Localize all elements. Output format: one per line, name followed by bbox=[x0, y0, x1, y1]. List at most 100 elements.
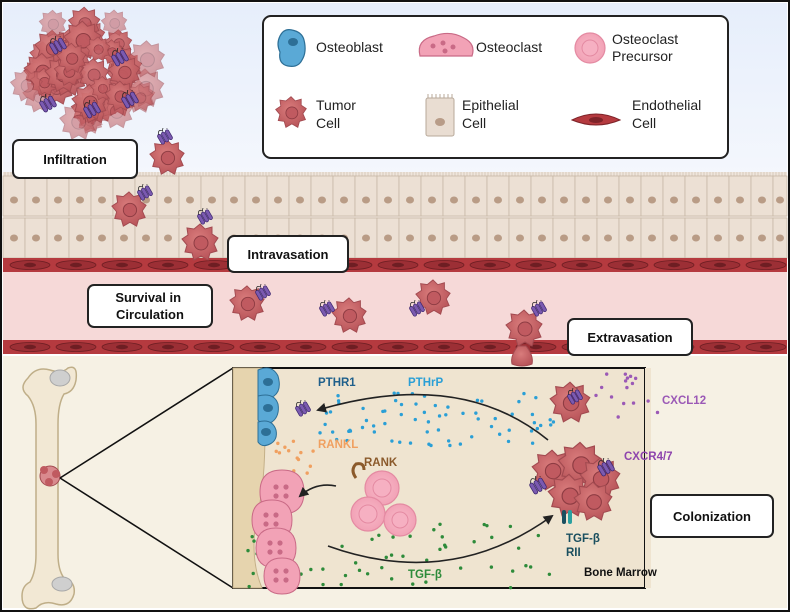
tgfb-molecule bbox=[485, 523, 489, 528]
bone-lesion bbox=[39, 465, 61, 487]
pthrp-molecule bbox=[383, 409, 387, 413]
epithelial-nucleus bbox=[516, 196, 524, 204]
osteoclast-nucleus bbox=[263, 521, 269, 527]
pthrp-molecule bbox=[433, 403, 438, 408]
rankl-molecules bbox=[274, 439, 315, 475]
tgfb-molecule bbox=[252, 539, 256, 543]
pthrp-molecule bbox=[446, 439, 451, 443]
osteoblast-icon bbox=[277, 29, 306, 67]
tgfb-molecule bbox=[432, 528, 436, 532]
rankl-molecule bbox=[283, 445, 287, 449]
epithelial-nucleus bbox=[736, 196, 744, 204]
epithelial-cell bbox=[552, 175, 576, 217]
pthrp-molecule bbox=[476, 417, 480, 421]
pthrp-molecule bbox=[392, 391, 396, 395]
endothelial-nucleus bbox=[208, 262, 220, 268]
epithelial-nucleus bbox=[758, 234, 766, 242]
tgfb-molecule bbox=[443, 545, 448, 549]
rankl-molecule bbox=[291, 439, 296, 443]
epithelial-nucleus bbox=[582, 196, 590, 204]
endothelial-nucleus bbox=[70, 262, 82, 268]
tgfb-molecule bbox=[251, 571, 255, 576]
epithelial-nucleus bbox=[428, 234, 436, 242]
cxcl12-molecule bbox=[609, 395, 614, 399]
epithelial-nucleus bbox=[670, 234, 678, 242]
osteoclast-nucleus bbox=[283, 493, 289, 499]
tgfb-molecule bbox=[508, 524, 513, 529]
epithelial-cell bbox=[750, 175, 774, 217]
label-pthr1: PTHR1 bbox=[318, 377, 356, 389]
epithelial-nucleus bbox=[670, 196, 678, 204]
pthrp-molecule bbox=[426, 420, 431, 424]
tgfb-molecule bbox=[458, 566, 463, 570]
epithelial-nucleus bbox=[604, 196, 612, 204]
endothelial-nucleus bbox=[530, 344, 542, 350]
epithelial-nucleus bbox=[32, 234, 40, 242]
epithelial-nucleus bbox=[164, 234, 172, 242]
epithelial-nucleus bbox=[186, 196, 194, 204]
osteoclast-nucleus bbox=[283, 484, 289, 490]
epithelial-nucleus bbox=[714, 234, 722, 242]
endothelial-nucleus bbox=[760, 262, 772, 268]
pthrp-arrow bbox=[316, 393, 549, 441]
osteoclast-nucleus bbox=[273, 577, 279, 583]
epithelial-cell bbox=[332, 175, 356, 217]
epithelial-nucleus bbox=[296, 196, 304, 204]
endothelial-nucleus bbox=[668, 262, 680, 268]
pthrp-molecule bbox=[529, 429, 534, 433]
pthrp-molecule bbox=[548, 418, 552, 422]
epithelial-nucleus bbox=[274, 196, 282, 204]
endothelial-cell-icon bbox=[570, 113, 622, 126]
epithelial-nucleus bbox=[472, 234, 480, 242]
label-cxcl12: CXCL12 bbox=[662, 395, 706, 407]
epithelial-nucleus bbox=[10, 196, 18, 204]
endothelial-nucleus bbox=[760, 344, 772, 350]
pthrp-molecule bbox=[475, 398, 480, 403]
epithelial-cell bbox=[266, 175, 290, 217]
rankl-molecule bbox=[274, 449, 278, 454]
legend-osteoclast: Osteoclast bbox=[476, 39, 542, 55]
epithelial-nucleus bbox=[560, 196, 568, 204]
osteoclast-nucleus bbox=[277, 549, 283, 555]
bone-tumor-cluster bbox=[528, 381, 621, 524]
epithelial-cell bbox=[244, 175, 268, 217]
pthrp-molecule bbox=[328, 410, 333, 414]
epithelial-cell bbox=[2, 175, 26, 217]
pthrp-molecule bbox=[448, 443, 452, 448]
tgfb-molecule bbox=[353, 561, 358, 565]
epithelial-cell bbox=[486, 175, 510, 217]
osteoclast-nucleus bbox=[283, 577, 289, 583]
epithelial-cell bbox=[354, 175, 378, 217]
cxcl12-molecule bbox=[628, 374, 633, 379]
epithelial-nucleus bbox=[318, 196, 326, 204]
epithelial-nucleus bbox=[10, 234, 18, 242]
pthrp-molecule bbox=[330, 430, 335, 434]
osteoclast-nucleus bbox=[273, 521, 279, 527]
cxcl12-molecule bbox=[655, 410, 660, 415]
svg-text:Extravasation: Extravasation bbox=[587, 330, 672, 345]
pthrp-molecule bbox=[408, 441, 413, 445]
label-cxcr: CXCR4/7 bbox=[624, 451, 673, 463]
epithelial-cell bbox=[398, 175, 422, 217]
tgfb-molecule bbox=[482, 522, 486, 527]
cxcl12-molecules bbox=[594, 372, 660, 419]
svg-text:Colonization: Colonization bbox=[673, 509, 751, 524]
epithelial-cell bbox=[178, 175, 202, 217]
tgfb-molecule bbox=[343, 573, 348, 578]
pthrp-molecule bbox=[551, 420, 556, 424]
epithelial-nucleus bbox=[98, 196, 106, 204]
tgfb-molecule bbox=[524, 563, 528, 568]
epithelial-cell bbox=[24, 175, 48, 217]
pthrp-molecule bbox=[364, 418, 369, 423]
pthrp-molecule bbox=[318, 431, 322, 435]
osteoclast-precursor-icon bbox=[574, 32, 606, 64]
epithelial-nucleus bbox=[538, 234, 546, 242]
cxcl12-molecule bbox=[621, 401, 626, 406]
endothelial-nucleus bbox=[300, 344, 312, 350]
epithelial-cell-icon bbox=[425, 94, 455, 137]
endothelial-nucleus bbox=[484, 262, 496, 268]
cxcl12-molecule bbox=[604, 372, 609, 376]
pthrp-molecule bbox=[324, 411, 329, 415]
pthrp-molecule bbox=[493, 416, 497, 421]
endothelial-nucleus bbox=[484, 344, 496, 350]
